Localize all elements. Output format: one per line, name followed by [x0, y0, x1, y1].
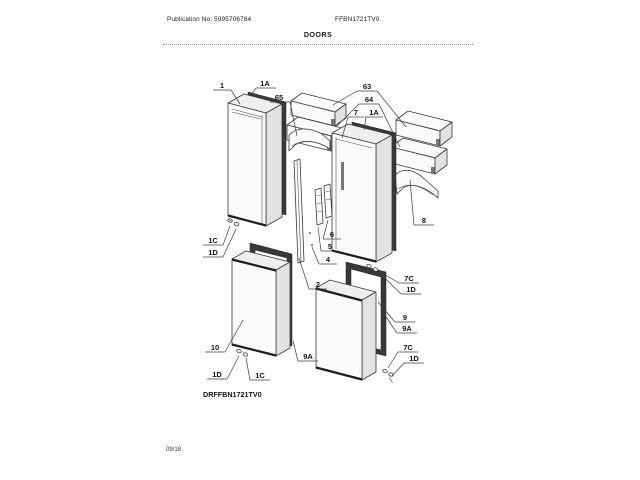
refrigerator-door-upper-left [227, 93, 283, 227]
callout-1: 1 [213, 81, 241, 105]
part-number-label: 7C [404, 274, 414, 283]
door-bin-upper-middle [290, 92, 347, 127]
bracket-part-6 [323, 183, 333, 219]
revision-date: 09/18 [166, 447, 182, 453]
door-trim-65 [288, 128, 331, 152]
part-number-label: 63 [363, 82, 371, 91]
part-number-label: 4 [326, 255, 331, 264]
section-title: DOORS [303, 30, 333, 39]
diagram-model-label: DRFFBN1721TV0 [203, 390, 262, 399]
callout-1A: 1A [249, 79, 276, 97]
callout-65: 65 [270, 93, 298, 137]
callout-7C: 7C [387, 343, 418, 369]
part-number-label: 5 [328, 242, 332, 251]
part-number-label: 1D [406, 285, 416, 294]
callout-63: 63 [332, 82, 407, 128]
header-divider [163, 44, 473, 45]
part-number-label: 10 [211, 343, 219, 352]
door-trim-8 [394, 169, 439, 199]
freezer-door-lower-right [315, 279, 377, 381]
hinge-screws-lower-left [236, 348, 249, 357]
publication-number: Publication No: 5995706784 [167, 16, 252, 23]
freezer-door-lower-left [231, 250, 291, 357]
part-number-label: 1C [255, 371, 265, 380]
callout-6: 6 [322, 219, 341, 240]
part-number-label: 1D [212, 370, 222, 379]
callout-7: 7 [341, 108, 364, 139]
model-number: FFBN1721TV0 [335, 16, 380, 23]
callout-9: 9 [377, 301, 415, 323]
mullion-strip [293, 158, 305, 264]
part-number-label: 65 [275, 93, 283, 102]
part-number-label: 1D [409, 354, 419, 363]
part-number-label: 6 [330, 230, 334, 239]
callout-9A: 9A [292, 340, 318, 362]
callout-1D: 1D [207, 355, 240, 380]
part-number-label: 7C [403, 343, 413, 352]
part-number-label: 2 [316, 280, 320, 289]
callout-4: 4 [311, 246, 337, 265]
part-number-label: 9 [403, 313, 407, 322]
door-bin-upper-right [395, 110, 453, 147]
callout-10: 10 [205, 319, 244, 353]
part-number-label: 1 [220, 81, 224, 90]
part-number-label: 7 [354, 108, 358, 117]
callout-5: 5 [317, 226, 339, 252]
callout-1D: 1D [203, 228, 237, 258]
callout-1C: 1C [245, 357, 270, 381]
part-number-label: 64 [365, 95, 374, 104]
callout-2: 2 [298, 257, 327, 290]
part-number-label: 1A [260, 79, 270, 88]
callout-1D: 1D [379, 272, 421, 295]
callout-7C: 7C [376, 269, 419, 284]
part-number-label: 1A [369, 108, 379, 117]
bracket-screws-part-4 [309, 232, 313, 246]
callout-9A: 9A [383, 313, 417, 334]
callout-1D: 1D [391, 354, 424, 377]
refrigerator-door-upper-right [331, 123, 393, 263]
part-number-label: 8 [422, 216, 426, 225]
part-number-label: 9A [303, 352, 313, 361]
callout-8: 8 [409, 179, 434, 226]
part-number-label: 9A [402, 324, 412, 333]
part-number-label: 1D [208, 248, 218, 257]
door-bin-lower-right [390, 137, 448, 175]
part-number-label: 1C [208, 236, 218, 245]
bracket-part-5 [314, 187, 324, 226]
callout-64: 64 [335, 95, 401, 148]
callout-1C: 1C [203, 225, 231, 246]
callout-1A: 1A [363, 108, 383, 131]
hinge-screws-upper-left [227, 218, 240, 227]
